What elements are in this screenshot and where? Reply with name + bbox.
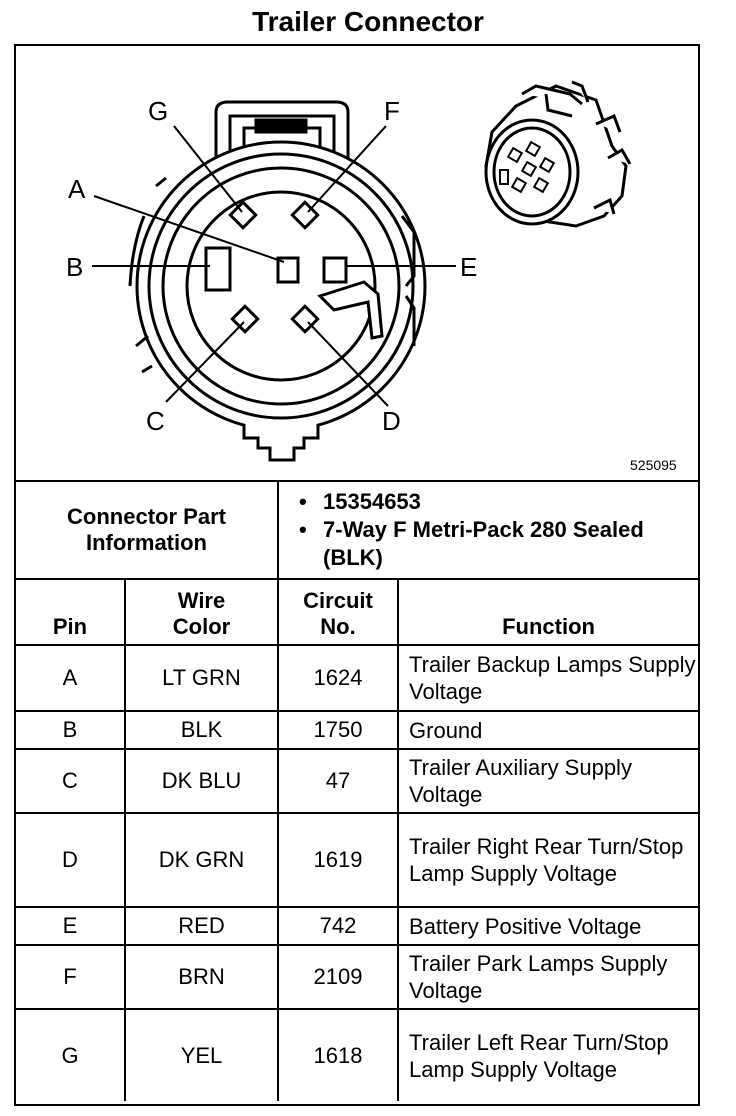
cell-wire-color: DK GRN xyxy=(123,812,280,908)
cell-function: Trailer Left Rear Turn/Stop Lamp Supply … xyxy=(397,1008,699,1101)
cell-pin: A xyxy=(16,644,126,712)
header-circuit-no: Circuit No. xyxy=(277,578,400,646)
header-function: Function xyxy=(397,578,699,646)
cell-function: Trailer Auxiliary Supply Voltage xyxy=(397,748,699,814)
cell-wire-color: YEL xyxy=(123,1008,280,1101)
cell-function: Ground xyxy=(397,710,699,750)
label-a: A xyxy=(68,174,86,204)
connector-perspective-view xyxy=(484,80,632,228)
cell-wire-color: DK BLU xyxy=(123,748,280,814)
pinout-table: Connector Part Information 15354653 7-Wa… xyxy=(16,480,699,1101)
label-e: E xyxy=(460,252,477,282)
cell-wire-color: BLK xyxy=(123,710,280,750)
cell-circuit: 2109 xyxy=(277,944,400,1010)
connector-info-values: 15354653 7-Way F Metri-Pack 280 Sealed (… xyxy=(277,480,699,580)
part-reference: 525095 xyxy=(630,457,677,473)
table-row: G YEL 1618 Trailer Left Rear Turn/Stop L… xyxy=(16,1008,699,1101)
cell-circuit: 1619 xyxy=(277,812,400,908)
table-row: E RED 742 Battery Positive Voltage xyxy=(16,906,699,946)
cell-circuit: 1618 xyxy=(277,1008,400,1101)
label-d: D xyxy=(382,406,401,436)
cell-pin: D xyxy=(16,812,126,908)
cell-pin: E xyxy=(16,906,126,946)
connector-info-row: Connector Part Information 15354653 7-Wa… xyxy=(16,480,699,580)
leader-f xyxy=(307,125,387,213)
header-wire-color: Wire Color xyxy=(123,578,280,646)
header-pin: Pin xyxy=(16,578,126,646)
cell-wire-color: RED xyxy=(123,906,280,946)
table-row: C DK BLU 47 Trailer Auxiliary Supply Vol… xyxy=(16,748,699,814)
cell-function: Battery Positive Voltage xyxy=(397,906,699,946)
table-header-row: Pin Wire Color Circuit No. Function xyxy=(16,578,699,646)
cell-pin: B xyxy=(16,710,126,750)
cell-circuit: 1624 xyxy=(277,644,400,712)
label-g: G xyxy=(148,96,168,126)
table-row: B BLK 1750 Ground xyxy=(16,710,699,750)
connector-diagram: G F A B E C D xyxy=(16,46,698,478)
connector-face-svg: G F A B E C D xyxy=(66,80,677,473)
leader-c xyxy=(165,321,245,403)
cell-function: Trailer Backup Lamps Supply Voltage xyxy=(397,644,699,712)
connector-info-label: Connector Part Information xyxy=(16,480,280,580)
leader-d xyxy=(307,321,389,407)
connector-frame: G F A B E C D xyxy=(14,44,700,1106)
cell-circuit: 47 xyxy=(277,748,400,814)
connector-description: 7-Way F Metri-Pack 280 Sealed (BLK) xyxy=(299,516,698,572)
cell-function: Trailer Park Lamps Supply Voltage xyxy=(397,944,699,1010)
cell-circuit: 1750 xyxy=(277,710,400,750)
page-title: Trailer Connector xyxy=(252,6,484,37)
label-c: C xyxy=(146,406,165,436)
cell-circuit: 742 xyxy=(277,906,400,946)
cell-wire-color: BRN xyxy=(123,944,280,1010)
label-f: F xyxy=(384,96,400,126)
cell-pin: G xyxy=(16,1008,126,1101)
pin-g-cavity xyxy=(228,200,258,230)
table-row: D DK GRN 1619 Trailer Right Rear Turn/St… xyxy=(16,812,699,908)
pin-b-cavity xyxy=(204,246,232,292)
cell-pin: F xyxy=(16,944,126,1010)
table-row: A LT GRN 1624 Trailer Backup Lamps Suppl… xyxy=(16,644,699,712)
cell-function: Trailer Right Rear Turn/Stop Lamp Supply… xyxy=(397,812,699,908)
table-row: F BRN 2109 Trailer Park Lamps Supply Vol… xyxy=(16,944,699,1010)
pin-e-cavity xyxy=(322,256,348,284)
leader-g xyxy=(173,125,243,213)
cell-pin: C xyxy=(16,748,126,814)
connector-part-number: 15354653 xyxy=(299,488,698,516)
leader-a xyxy=(93,195,285,263)
label-b: B xyxy=(66,252,83,282)
pin-c-cavity xyxy=(230,304,260,334)
pin-a-cavity xyxy=(276,256,300,284)
cell-wire-color: LT GRN xyxy=(123,644,280,712)
